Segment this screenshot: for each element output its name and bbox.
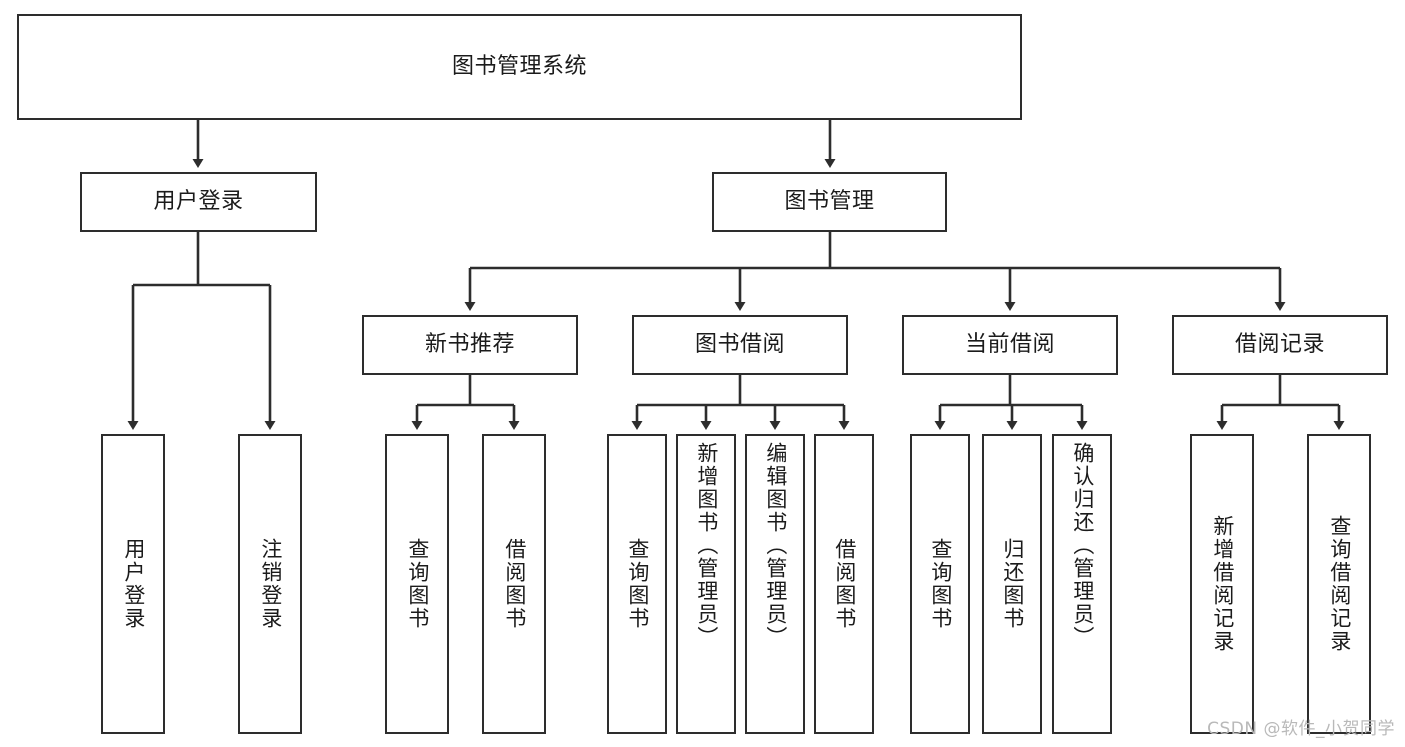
- node-leaf-add-book[interactable]: 新增图书（管理员）: [676, 434, 736, 734]
- node-user-login-label: 用户登录: [153, 189, 244, 215]
- node-leaf-query-book-1[interactable]: 查询图书: [385, 434, 449, 734]
- node-current-borrow-label: 当前借阅: [964, 332, 1055, 358]
- node-leaf-query-book-1-label: 查询图书: [405, 538, 430, 630]
- node-book-manage[interactable]: 图书管理: [712, 172, 947, 232]
- node-leaf-edit-book[interactable]: 编辑图书（管理员）: [745, 434, 805, 734]
- node-root-label: 图书管理系统: [451, 54, 587, 80]
- node-new-book-recommend-label: 新书推荐: [424, 332, 515, 358]
- node-leaf-user-login[interactable]: 用户登录: [101, 434, 165, 734]
- node-root[interactable]: 图书管理系统: [17, 14, 1022, 120]
- node-leaf-logout[interactable]: 注销登录: [238, 434, 302, 734]
- watermark-text: CSDN @软件_小贺同学: [1207, 719, 1395, 739]
- node-borrow-record[interactable]: 借阅记录: [1172, 315, 1388, 375]
- node-leaf-query-book-2-label: 查询图书: [625, 538, 650, 630]
- node-leaf-add-book-label: 新增图书（管理员）: [694, 442, 719, 649]
- node-book-manage-label: 图书管理: [784, 189, 875, 215]
- node-book-borrow-label: 图书借阅: [694, 332, 785, 358]
- node-leaf-query-record-label: 查询借阅记录: [1327, 515, 1352, 653]
- node-leaf-confirm-return-label: 确认归还（管理员）: [1070, 442, 1095, 649]
- node-leaf-query-book-2[interactable]: 查询图书: [607, 434, 667, 734]
- node-leaf-add-record-label: 新增借阅记录: [1210, 515, 1235, 653]
- node-leaf-confirm-return[interactable]: 确认归还（管理员）: [1052, 434, 1112, 734]
- node-leaf-logout-label: 注销登录: [258, 538, 283, 630]
- node-leaf-borrow-book-1-label: 借阅图书: [502, 538, 527, 630]
- node-leaf-return-book-label: 归还图书: [1000, 538, 1025, 630]
- node-leaf-edit-book-label: 编辑图书（管理员）: [763, 442, 788, 649]
- node-leaf-return-book[interactable]: 归还图书: [982, 434, 1042, 734]
- node-user-login[interactable]: 用户登录: [80, 172, 317, 232]
- node-leaf-borrow-book-2[interactable]: 借阅图书: [814, 434, 874, 734]
- node-current-borrow[interactable]: 当前借阅: [902, 315, 1118, 375]
- node-leaf-query-record[interactable]: 查询借阅记录: [1307, 434, 1371, 734]
- node-leaf-borrow-book-1[interactable]: 借阅图书: [482, 434, 546, 734]
- node-new-book-recommend[interactable]: 新书推荐: [362, 315, 578, 375]
- node-leaf-add-record[interactable]: 新增借阅记录: [1190, 434, 1254, 734]
- node-leaf-user-login-label: 用户登录: [121, 538, 146, 630]
- node-book-borrow[interactable]: 图书借阅: [632, 315, 848, 375]
- node-leaf-borrow-book-2-label: 借阅图书: [832, 538, 857, 630]
- node-leaf-query-book-3-label: 查询图书: [928, 538, 953, 630]
- node-borrow-record-label: 借阅记录: [1234, 332, 1325, 358]
- node-leaf-query-book-3[interactable]: 查询图书: [910, 434, 970, 734]
